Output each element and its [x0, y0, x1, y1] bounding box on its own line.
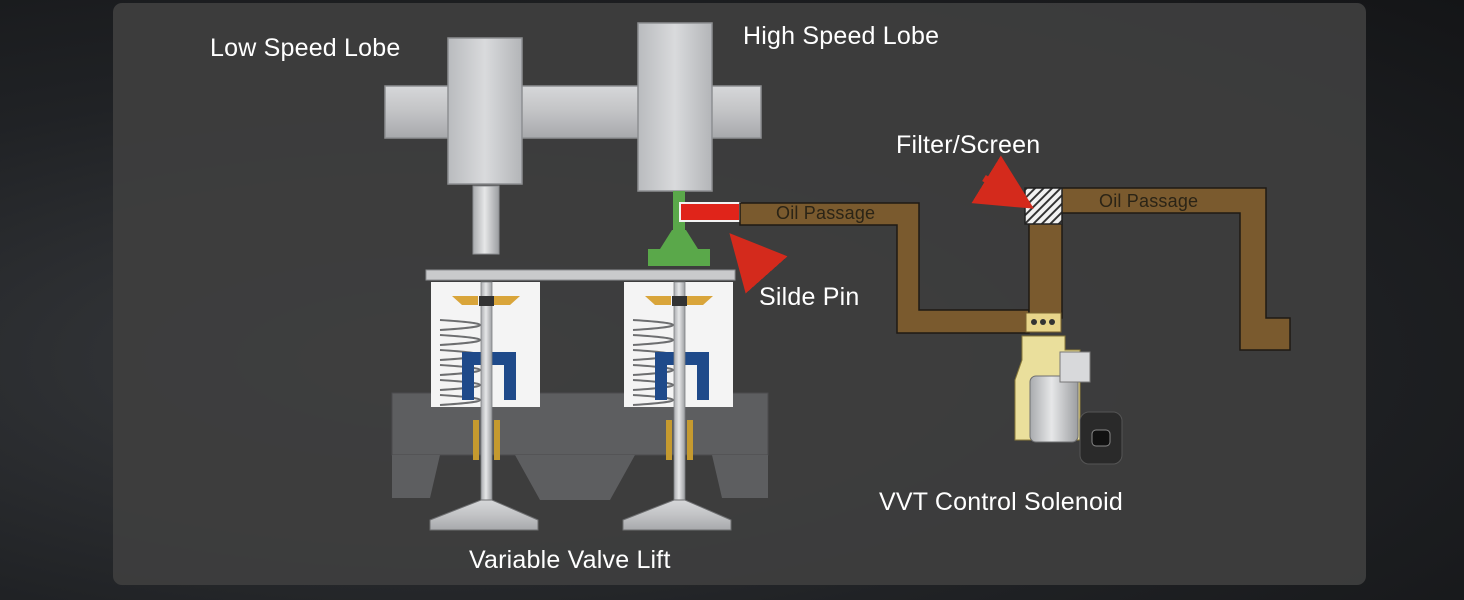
slide-pin-arrow: [729, 233, 788, 294]
low-speed-lobe-label: Low Speed Lobe: [210, 34, 401, 62]
oil-passage-right: [1028, 187, 1291, 351]
valve-assembly-right: [622, 281, 733, 531]
low-speed-tappet: [472, 185, 500, 255]
camshaft: [384, 22, 762, 192]
rocker-plate: [425, 269, 736, 281]
filter-arrow: [971, 155, 1034, 209]
vvt-solenoid: [1014, 312, 1123, 465]
high-speed-lobe-label: High Speed Lobe: [743, 22, 940, 50]
oil-passage-label-1: Oil Passage: [776, 203, 876, 223]
low-speed-lobe: [447, 37, 523, 185]
filter-screen-label: Filter/Screen: [896, 131, 1041, 159]
slide-pin-label: Silde Pin: [759, 283, 860, 311]
valve-assembly-left: [429, 281, 540, 531]
cylinder-head: [391, 392, 769, 500]
oil-passage-left: [739, 202, 1030, 334]
filter-screen: [1024, 187, 1063, 225]
slide-pin: [679, 202, 741, 222]
high-speed-lobe: [637, 22, 713, 192]
oil-passage-label-2: Oil Passage: [1099, 191, 1199, 211]
vvt-solenoid-label: VVT Control Solenoid: [879, 488, 1123, 516]
variable-valve-lift-label: Variable Valve Lift: [469, 546, 671, 574]
